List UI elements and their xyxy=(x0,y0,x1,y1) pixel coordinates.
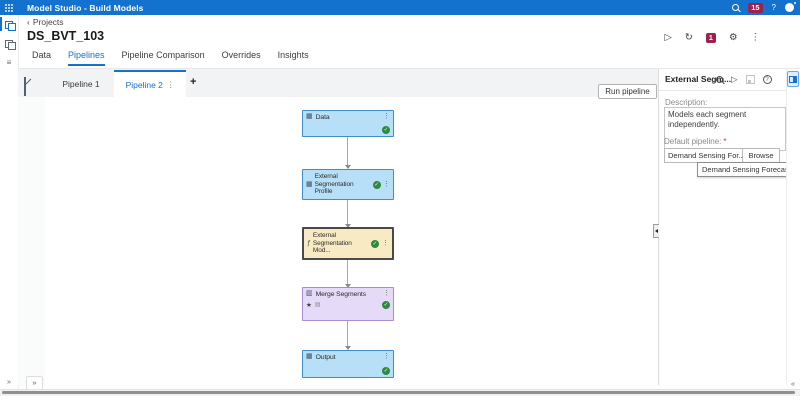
apps-grid-icon[interactable] xyxy=(5,4,13,12)
star-icon: ★ xyxy=(306,301,312,309)
tooltip: Demand Sensing Forecast 2.5.1 xyxy=(697,162,800,177)
default-pipeline-field: Demand Sensing For... Browse xyxy=(664,148,780,163)
more-options-icon[interactable]: ⋮ xyxy=(750,32,761,43)
run-pipeline-button[interactable]: Run pipeline xyxy=(598,84,657,99)
node-label: Merge Segments xyxy=(315,290,366,298)
tab-pipelines[interactable]: Pipelines xyxy=(68,50,105,66)
note-icon: ▤ xyxy=(314,301,321,308)
tab-pipeline-comparison[interactable]: Pipeline Comparison xyxy=(121,50,205,60)
node-label: External Segmentation Profile xyxy=(314,173,354,196)
node-menu-icon[interactable]: ⋮ xyxy=(382,239,389,247)
node-label: External Segmentation Mod... xyxy=(312,232,352,255)
node-external-segmentation-profile[interactable]: ▦ External Segmentation Profile ✓ ⋮ xyxy=(302,169,394,200)
profile-icon: ▦ xyxy=(306,180,313,188)
merge-icon: ▥ xyxy=(306,290,313,297)
tab-overrides[interactable]: Overrides xyxy=(221,50,261,60)
horizontal-scrollbar-thumb[interactable] xyxy=(2,390,795,394)
properties-panel xyxy=(659,69,786,385)
function-icon: ƒ xyxy=(307,239,311,247)
connector-line xyxy=(347,137,348,165)
pipeline-tab-1-label: Pipeline 1 xyxy=(62,78,100,89)
pipeline-tab-2[interactable]: Pipeline 2 ⋮ xyxy=(114,70,186,97)
alerts-badge[interactable]: 15 xyxy=(748,2,763,13)
main-tabs: Data Pipelines Pipeline Comparison Overr… xyxy=(32,50,309,66)
zoom-icon[interactable] xyxy=(716,75,723,83)
panel-toggle-icon xyxy=(789,75,797,83)
tabs-divider xyxy=(18,68,800,69)
page-title: DS_BVT_103 xyxy=(27,29,105,43)
status-complete-icon: ✓ xyxy=(382,301,390,309)
expand-icon xyxy=(24,77,26,96)
app-bar: Model Studio - Build Models 15 ? xyxy=(0,0,800,15)
status-complete-icon: ✓ xyxy=(382,367,390,375)
connector-arrow-icon xyxy=(345,284,351,288)
save-icon[interactable] xyxy=(745,74,755,84)
tab-insights[interactable]: Insights xyxy=(277,50,309,60)
copy-icon xyxy=(5,39,16,50)
panel-toolbar: ▷ ? xyxy=(716,73,772,85)
browse-button[interactable]: Browse xyxy=(742,149,779,162)
default-pipeline-input[interactable]: Demand Sensing For... xyxy=(668,151,742,160)
gear-icon[interactable]: ⚙ xyxy=(728,32,738,43)
sidebar-item-pipelines[interactable] xyxy=(0,15,18,34)
expand-canvas-button[interactable] xyxy=(24,77,35,96)
node-menu-icon[interactable]: ⋮ xyxy=(383,353,390,360)
node-data[interactable]: ▦ Data ⋮ ✓ xyxy=(302,110,394,137)
description-label: Description: xyxy=(665,98,708,107)
refresh-icon[interactable]: ↻ xyxy=(684,32,693,43)
layers-icon xyxy=(5,20,16,31)
run-project-icon[interactable]: ▷ xyxy=(664,32,672,43)
breadcrumb-label[interactable]: Projects xyxy=(32,17,64,27)
panel-header-divider xyxy=(659,90,786,91)
left-nav-rail: ≡ » xyxy=(0,15,19,389)
project-actions: ▷ ↻ 1 ⚙ ⋮ xyxy=(665,31,760,45)
connector-line xyxy=(347,200,348,224)
project-notifications-badge[interactable]: 1 xyxy=(705,33,716,43)
breadcrumb[interactable]: ‹ Projects xyxy=(27,17,64,27)
help-circle-icon[interactable]: ? xyxy=(762,74,772,84)
pipeline-tab-2-label: Pipeline 2 xyxy=(125,79,163,90)
panel-title: External Segm... xyxy=(665,74,732,84)
connector-arrow-icon xyxy=(345,165,351,169)
node-external-segmentation-model[interactable]: ƒ External Segmentation Mod... ✓ ⋮ xyxy=(302,227,394,260)
collapse-right-rail-button[interactable]: « xyxy=(790,379,796,388)
connector-arrow-icon xyxy=(345,346,351,350)
list-icon: ≡ xyxy=(6,58,12,67)
search-icon[interactable] xyxy=(732,4,740,11)
connector-line xyxy=(347,321,348,346)
node-merge-segments[interactable]: ▥ Merge Segments ⋮ ★ ▤ ✓ xyxy=(302,287,394,321)
node-menu-icon[interactable]: ⋮ xyxy=(383,180,390,188)
default-pipeline-label: Default pipeline: * xyxy=(664,137,727,146)
status-complete-icon: ✓ xyxy=(370,239,379,248)
pipeline-tab-menu-icon[interactable]: ⋮ xyxy=(166,80,175,89)
right-toggle-rail xyxy=(786,69,800,385)
collapse-left-rail-button[interactable]: » xyxy=(6,377,12,386)
node-output[interactable]: ▦ Output ⋮ ✓ xyxy=(302,350,394,378)
output-icon: ▦ xyxy=(306,353,313,360)
run-node-icon[interactable]: ▷ xyxy=(731,74,738,84)
sidebar-item-settings[interactable]: ≡ xyxy=(0,53,18,72)
panel-toggle-button[interactable] xyxy=(787,71,799,87)
chevron-left-icon: ‹ xyxy=(27,17,30,27)
connector-line xyxy=(347,260,348,284)
status-complete-icon: ✓ xyxy=(372,180,381,189)
user-avatar[interactable] xyxy=(785,2,796,12)
data-table-icon: ▦ xyxy=(306,113,313,120)
sidebar-item-compare[interactable] xyxy=(0,34,18,53)
canvas-left-gutter xyxy=(18,97,45,385)
tab-data[interactable]: Data xyxy=(32,50,52,60)
pipeline-tab-1[interactable]: Pipeline 1 xyxy=(48,70,114,97)
status-complete-icon: ✓ xyxy=(382,126,390,134)
node-label: Output xyxy=(315,353,336,361)
connector-arrow-icon xyxy=(345,224,351,228)
add-pipeline-button[interactable]: + xyxy=(190,76,197,88)
help-icon[interactable]: ? xyxy=(771,3,776,12)
default-pipeline-label-text: Default pipeline: xyxy=(664,137,722,146)
required-marker: * xyxy=(723,137,727,146)
expand-gutter-button[interactable]: » xyxy=(26,376,43,391)
node-menu-icon[interactable]: ⋮ xyxy=(383,113,390,120)
node-menu-icon[interactable]: ⋮ xyxy=(383,290,390,297)
app-title: Model Studio - Build Models xyxy=(27,3,144,13)
node-label: Data xyxy=(315,113,330,121)
